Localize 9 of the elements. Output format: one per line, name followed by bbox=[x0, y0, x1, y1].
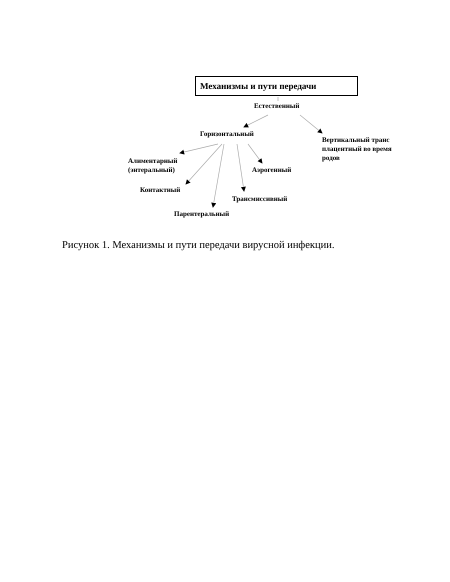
title-box: Механизмы и пути передачи bbox=[195, 76, 358, 96]
connector-line bbox=[248, 144, 262, 164]
connector-line bbox=[300, 114, 323, 134]
connector-line bbox=[179, 144, 218, 154]
connector-line bbox=[211, 144, 224, 208]
connector-line bbox=[243, 114, 268, 128]
figure-caption: Рисунок 1. Механизмы и пути передачи вирусной инфекции. bbox=[62, 239, 334, 253]
connector-line bbox=[236, 144, 246, 192]
connector-line bbox=[185, 144, 222, 185]
